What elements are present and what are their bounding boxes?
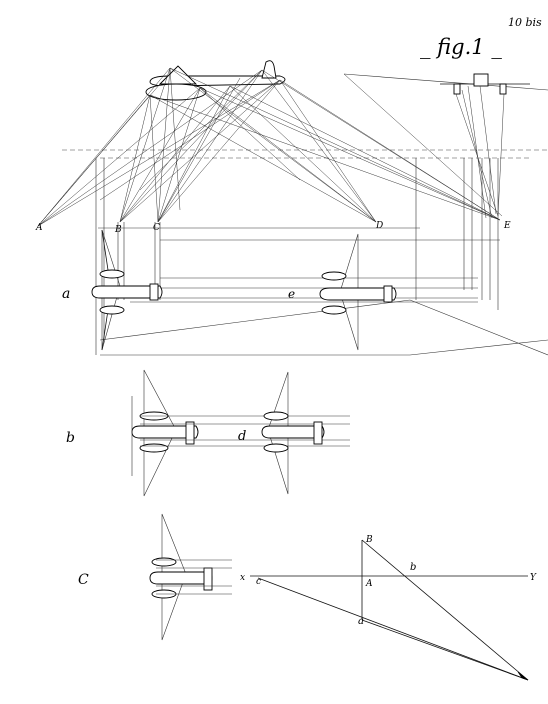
point-E-label: E	[503, 221, 511, 231]
figure-title: _ fig.1 _	[420, 35, 502, 59]
view-d-label: d	[238, 429, 246, 444]
plan-view-b-aircraft	[131, 369, 350, 497]
B-point-label: B	[365, 535, 373, 545]
b-point-label: b	[410, 562, 416, 573]
plan-view-d-aircraft	[261, 371, 325, 495]
construction-diagram	[250, 539, 529, 681]
projection-rays	[37, 67, 501, 227]
view-b-label: b	[66, 430, 75, 446]
plan-view-a-aircraft	[91, 229, 478, 351]
x-axis-label: x	[240, 573, 245, 583]
point-D-label: D	[375, 221, 383, 231]
front-view-aircraft	[343, 73, 548, 219]
view-e-label: e	[288, 287, 295, 301]
view-c-label: C	[78, 572, 89, 588]
projector-lines	[95, 158, 548, 356]
plan-view-e-aircraft	[319, 233, 397, 351]
plan-view-c-aircraft	[149, 513, 232, 641]
A-point-label: A	[365, 579, 373, 589]
point-A-label: A	[35, 223, 43, 233]
page-number: 10 bis	[508, 16, 542, 29]
y-axis-label: Y	[530, 573, 537, 583]
a-point-label: a	[358, 616, 364, 627]
view-a-label: a	[62, 286, 70, 302]
c-point-label: c	[256, 577, 261, 587]
